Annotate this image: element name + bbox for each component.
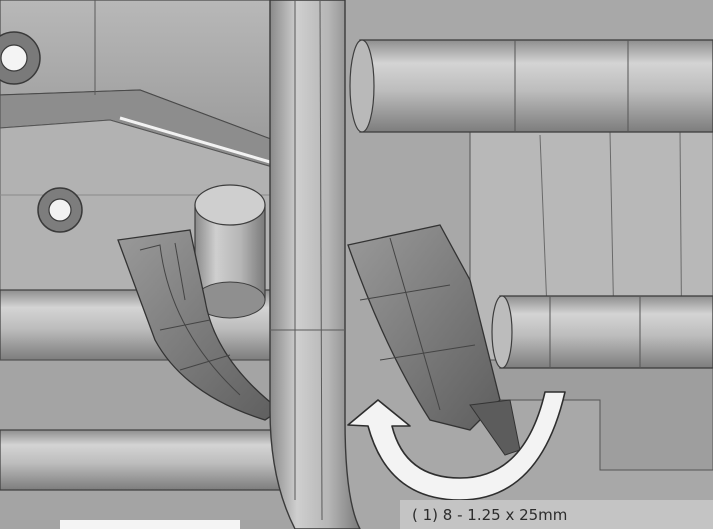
right-bracket <box>347 224 521 456</box>
label-tab <box>60 520 240 529</box>
rotation-arrow-icon <box>347 391 566 501</box>
vertical-crossmember <box>269 0 361 529</box>
upper-frame-rail <box>0 0 301 176</box>
middle-tube <box>491 295 713 369</box>
upper-tube <box>349 39 713 133</box>
caption-text: ( 1) 8 - 1.25 x 25mm <box>412 506 567 524</box>
caption-panel: ( 1) 8 - 1.25 x 25mm <box>400 500 713 529</box>
bushing <box>194 184 266 319</box>
